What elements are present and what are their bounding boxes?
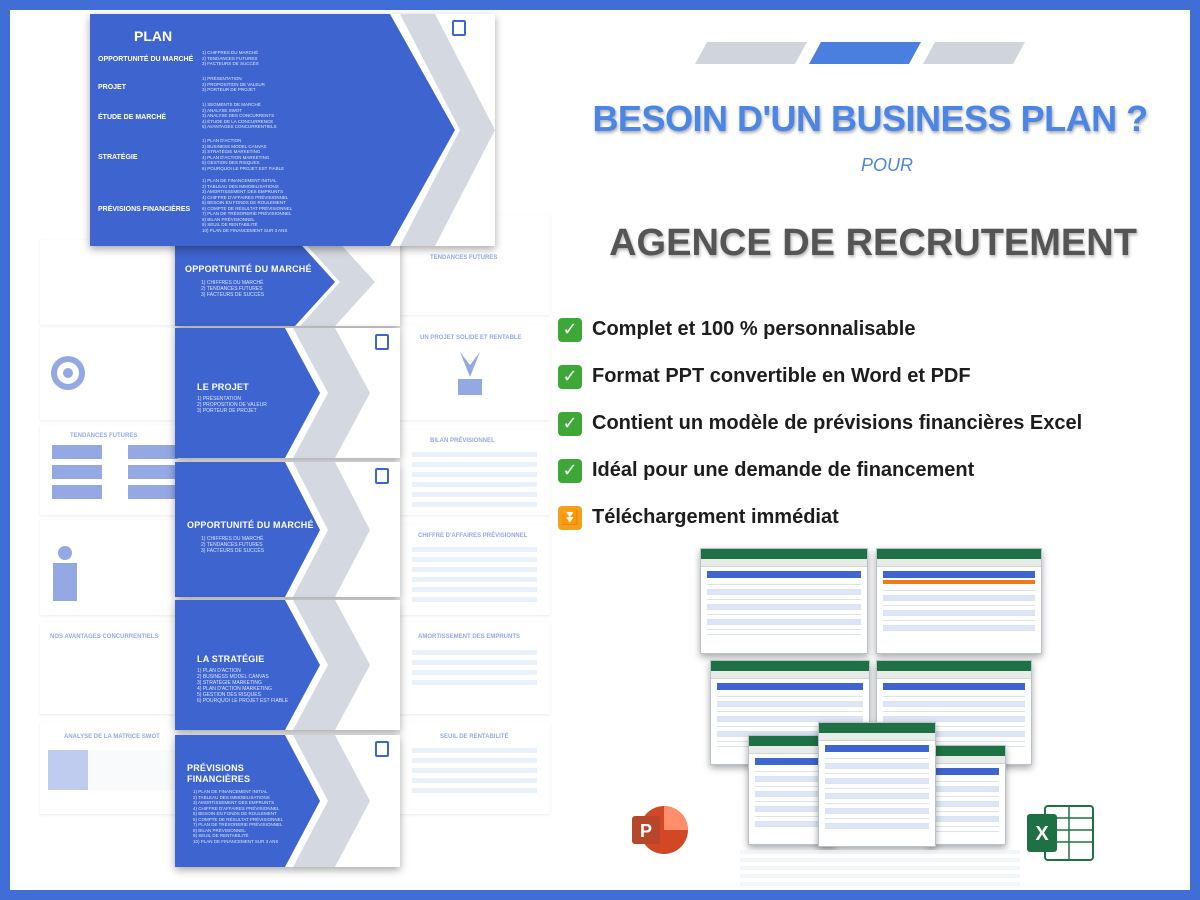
plant-icon [458, 352, 482, 395]
logo-icon [375, 741, 389, 757]
target-icon [51, 356, 85, 390]
logo-icon [375, 468, 389, 484]
slide-heading: SEUIL DE RENTABILITÉ [440, 734, 509, 740]
slide-heading: BILAN PRÉVISIONNEL [430, 438, 495, 444]
slide-heading: NOS AVANTAGES CONCURRENTIELS [50, 634, 159, 640]
plan-section-projet: PROJET [98, 84, 127, 91]
excel-icon: X [1027, 805, 1094, 861]
check-icon: ✓ [558, 411, 582, 436]
plan-section-strategie: STRATÉGIE [98, 154, 138, 161]
feature-list: ✓ Complet et 100 % personnalisable ✓ For… [558, 306, 1082, 541]
slide-avantages: NOS AVANTAGES CONCURRENTIELS [40, 622, 190, 714]
slide-items: 1) CHIFFRES DU MARCHÉ 2) TENDANCES FUTUR… [201, 536, 265, 554]
slide-heading: UN PROJET SOLIDE ET RENTABLE [420, 335, 522, 341]
svg-text:P: P [640, 821, 652, 841]
feature-item: ✓ Complet et 100 % personnalisable [558, 306, 1082, 353]
plan-section-items: 1) PLAN D'ACTION 2) BUSINESS MODEL CANVA… [202, 138, 285, 171]
powerpoint-icon: P [632, 806, 688, 854]
feature-item: ✓ Format PPT convertible en Word et PDF [558, 353, 1082, 400]
slide-porteur-projet [40, 520, 190, 615]
plan-section-opportunite: OPPORTUNITÉ DU MARCHÉ [98, 56, 194, 63]
headline: BESOIN D'UN BUSINESS PLAN ? [592, 98, 1148, 139]
slide-facteurs-succes [40, 328, 190, 420]
product-banner: TENDANCES FUTURES UN PROJET SOLIDE ET RE… [10, 10, 1190, 890]
plan-section-items: 1) SEGMENTS DE MARCHÉ 2) ANALYSE SWOT 3)… [202, 102, 277, 129]
plan-section-items: 1) CHIFFRES DU MARCHÉ 2) TENDANCES FUTUR… [202, 50, 259, 66]
slide-tendances: TENDANCES FUTURES [40, 425, 190, 515]
slide-opportunite-marche-1: OPPORTUNITÉ DU MARCHÉ 1) CHIFFRES DU MAR… [175, 238, 400, 326]
check-icon: ✓ [558, 458, 582, 483]
slide-heading: TENDANCES FUTURES [430, 255, 498, 261]
slide-heading: ANALYSE DE LA MATRICE SWOT [64, 734, 160, 740]
excel-screenshot [876, 548, 1042, 654]
slide-title: OPPORTUNITÉ DU MARCHÉ [185, 264, 312, 274]
plan-section-items: 1) PLAN DE FINANCEMENT INITIAL 2) TABLEA… [202, 178, 293, 233]
feature-text: Format PPT convertible en Word et PDF [592, 365, 971, 387]
feature-text: Contient un modèle de prévisions financi… [592, 412, 1083, 434]
slide-title: LE PROJET [197, 382, 249, 392]
slide-la-strategie: LA STRATÉGIE 1) PLAN D'ACTION 2) BUSINES… [175, 600, 400, 730]
feature-text: Complet et 100 % personnalisable [592, 318, 916, 340]
feature-item: ✓ Idéal pour une demande de financement [558, 447, 1082, 494]
slide-title: LA STRATÉGIE [197, 654, 265, 664]
excel-screenshot [818, 722, 936, 847]
slide-heading: CHIFFRE D'AFFAIRES PRÉVISIONNEL [418, 533, 528, 539]
slide-chiffres-marche [40, 240, 190, 325]
slide-items: 1) PLAN D'ACTION 2) BUSINESS MODEL CANVA… [197, 668, 289, 704]
logo-icon [452, 20, 466, 36]
excel-screenshot [700, 548, 868, 654]
feature-text: Téléchargement immédiat [592, 506, 839, 528]
progress-tabs-decor [695, 42, 1025, 64]
check-icon: ✓ [558, 364, 582, 389]
slide-amortissement: AMORTISSEMENT DES EMPRUNTS [400, 622, 550, 714]
svg-text:X: X [1035, 823, 1049, 845]
slide-previsions-financieres: PRÉVISIONS FINANCIÈRES 1) PLAN DE FINANC… [175, 735, 400, 867]
plan-section-previsions: PRÉVISIONS FINANCIÈRES [98, 206, 191, 213]
slide-projet-solide: UN PROJET SOLIDE ET RENTABLE [400, 325, 550, 420]
feature-item: ⏬ Téléchargement immédiat [558, 494, 1082, 541]
slide-plan: PLAN OPPORTUNITÉ DU MARCHÉ 1) CHIFFRES D… [90, 14, 495, 246]
excel-screenshot [928, 745, 1006, 845]
download-arrow-icon: ⏬ [558, 505, 582, 530]
slide-le-projet: LE PROJET 1) PRÉSENTATION 2) PROPOSITION… [175, 328, 400, 458]
speaker-icon [53, 546, 77, 601]
slide-items: 1) CHIFFRES DU MARCHÉ 2) TENDANCES FUTUR… [201, 280, 265, 298]
plan-section-etude: ÉTUDE DE MARCHÉ [98, 114, 167, 121]
reflection [740, 850, 1020, 888]
target-business: AGENCE DE RECRUTEMENT [609, 222, 1137, 264]
slide-title: OPPORTUNITÉ DU MARCHÉ [187, 520, 314, 530]
plan-title: PLAN [134, 28, 173, 44]
pour-label: POUR [860, 155, 913, 175]
slide-heading: TENDANCES FUTURES [70, 433, 138, 439]
check-icon: ✓ [558, 317, 582, 342]
plan-section-items: 1) PRÉSENTATION 2) PROPOSITION DE VALEUR… [202, 76, 265, 92]
slide-heading: AMORTISSEMENT DES EMPRUNTS [418, 634, 521, 640]
slide-chiffre-affaires: CHIFFRE D'AFFAIRES PRÉVISIONNEL [400, 525, 550, 615]
slide-title: PRÉVISIONS FINANCIÈRES [187, 763, 251, 784]
feature-text: Idéal pour une demande de financement [592, 459, 975, 481]
feature-item: ✓ Contient un modèle de prévisions finan… [558, 400, 1082, 447]
slide-items: 1) PLAN DE FINANCEMENT INITIAL 2) TABLEA… [193, 789, 284, 844]
slide-swot: ANALYSE DE LA MATRICE SWOT [40, 722, 190, 814]
logo-icon [375, 334, 389, 350]
slide-bilan-previsionnel: BILAN PRÉVISIONNEL [400, 430, 550, 515]
slide-seuil-rentabilite: SEUIL DE RENTABILITÉ [400, 722, 550, 814]
slide-items: 1) PRÉSENTATION 2) PROPOSITION DE VALEUR… [197, 396, 267, 414]
slide-opportunite-marche-2: OPPORTUNITÉ DU MARCHÉ 1) CHIFFRES DU MAR… [175, 462, 400, 597]
